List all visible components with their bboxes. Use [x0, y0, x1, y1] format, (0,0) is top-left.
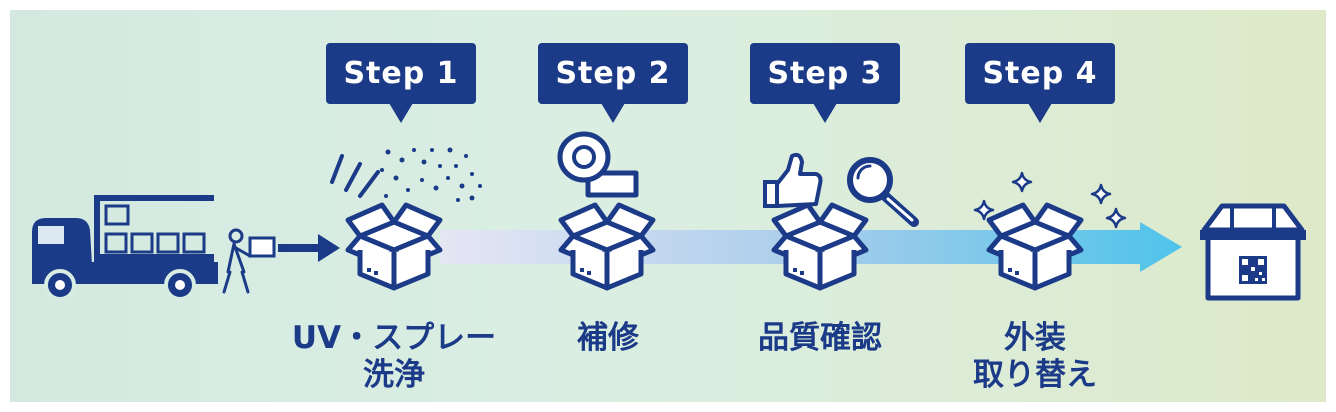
worker-icon	[222, 228, 276, 294]
tape-icon	[557, 131, 639, 198]
step-4-label-line1: 外装	[1004, 320, 1066, 356]
step-4-label-line2: 取り替え	[973, 357, 1097, 393]
step-2-label: 補修	[498, 320, 718, 357]
step-1-badge: Step 1	[326, 43, 476, 123]
step-1-label-line1: UV・スプレー	[291, 320, 497, 356]
arrow-to-step1	[278, 234, 340, 262]
box-step-2-icon	[561, 205, 653, 288]
step-1-label-line2: 洗浄	[363, 357, 425, 393]
process-artwork	[32, 131, 1306, 301]
step-4-label: 外装 取り替え	[925, 320, 1145, 394]
box-step-1-icon	[348, 205, 440, 288]
box-step-3-icon	[774, 205, 866, 288]
step-1-label: UV・スプレー 洗浄	[284, 320, 504, 394]
step-3-label: 品質確認	[710, 320, 930, 357]
truck-icon	[32, 195, 218, 301]
qr-box-icon	[1200, 203, 1306, 301]
step-2-label-line1: 補修	[577, 320, 639, 356]
diagram-canvas: Step 1 Step 2 Step 3 Step 4	[10, 10, 1326, 402]
step-3-badge: Step 3	[750, 43, 900, 123]
step-3-label-line1: 品質確認	[758, 320, 882, 356]
step-4-badge: Step 4	[965, 43, 1115, 123]
thumbs-up-icon	[763, 152, 823, 208]
spray-icon	[330, 147, 482, 202]
box-step-4-icon	[989, 205, 1081, 288]
magnifier-icon	[847, 157, 919, 227]
step-2-badge: Step 2	[538, 43, 688, 123]
